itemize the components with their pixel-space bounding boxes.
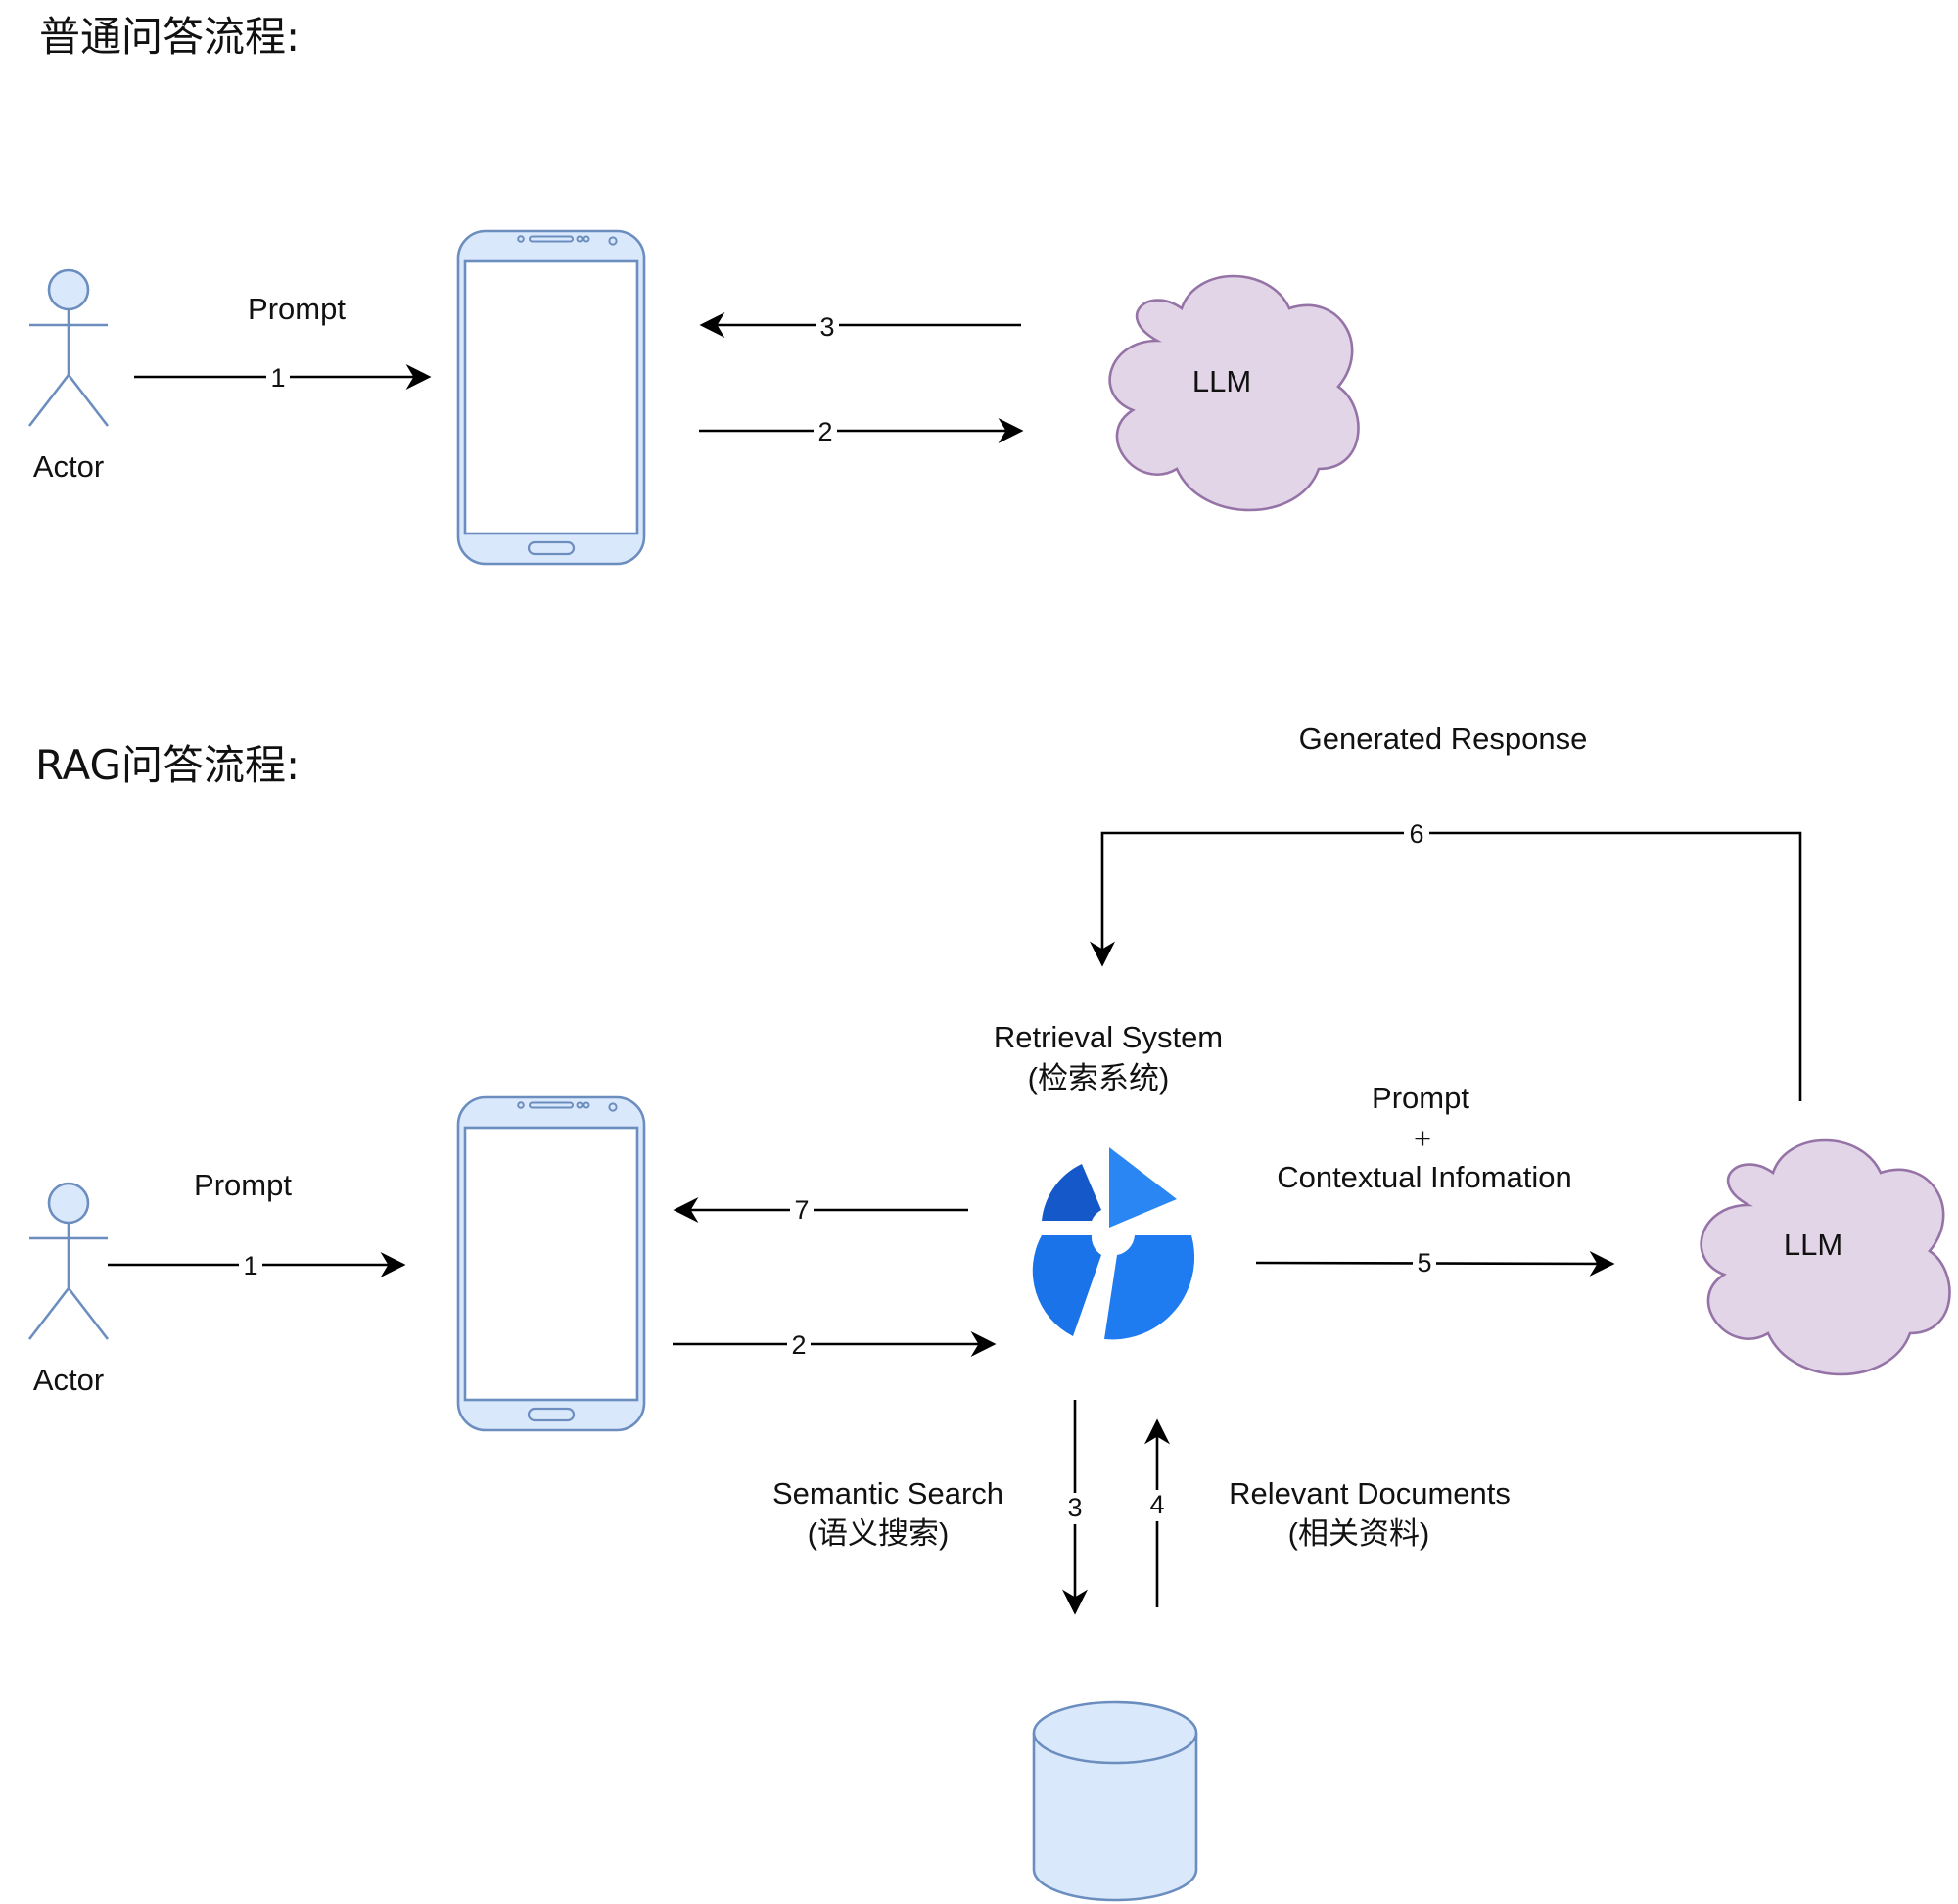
semantic-search-line1: Semantic Search [772, 1476, 1003, 1510]
rag-edge-7-label: 7 [794, 1195, 809, 1225]
top-edge-1-label: 1 [270, 363, 285, 393]
rag-edge-6: 6 [1090, 818, 1802, 1101]
rag-edge-5-label: 5 [1417, 1248, 1431, 1277]
relevant-docs-line2: (相关资料) [1288, 1516, 1430, 1551]
rag-edge-4-label: 4 [1149, 1490, 1164, 1519]
top-edge-3: 3 [699, 310, 1021, 342]
rag-edge-4: 4 [1143, 1418, 1171, 1607]
top-phone [456, 229, 646, 566]
rag-edge-2: 2 [673, 1329, 997, 1360]
rag-phone [456, 1095, 646, 1432]
top-actor-label: Actor [33, 449, 104, 484]
relevant-docs-line1: Relevant Documents [1229, 1476, 1511, 1510]
rag-actor-label: Actor [33, 1363, 104, 1397]
rag-edge-2-label: 2 [791, 1330, 806, 1360]
rag-prompt-label: Prompt [194, 1168, 292, 1202]
top-edge-2-label: 2 [817, 417, 832, 446]
semantic-search-line2: (语义搜索) [808, 1516, 950, 1551]
rag-edge-3-label: 3 [1067, 1493, 1082, 1522]
database-icon [1032, 1700, 1198, 1902]
retrieval-label-line1: Retrieval System [994, 1020, 1223, 1054]
rag-edge-1-label: 1 [243, 1251, 257, 1280]
actor-icon [27, 268, 110, 428]
rag-edge-6-label: 6 [1409, 819, 1423, 849]
generated-response-label: Generated Response [1299, 721, 1588, 756]
rag-edge-3: 3 [1061, 1400, 1089, 1615]
top-edge-2: 2 [699, 416, 1024, 446]
rag-edge-1: 1 [108, 1250, 406, 1280]
context-label-line1: Prompt [1372, 1081, 1469, 1115]
retrieval-logo-icon [1032, 1134, 1195, 1340]
rag-section-title: RAG问答流程: [35, 741, 300, 789]
top-llm-label: LLM [1192, 364, 1251, 398]
retrieval-label-line2: (检索系统) [1028, 1061, 1170, 1095]
rag-llm-label: LLM [1784, 1228, 1842, 1262]
top-edge-1: 1 [134, 362, 432, 393]
top-edge-3-label: 3 [819, 312, 834, 342]
rag-actor [27, 1182, 110, 1341]
phone-icon [456, 1095, 646, 1432]
context-label-line3: Contextual Infomation [1277, 1160, 1572, 1194]
rag-edge-7: 7 [673, 1195, 968, 1225]
top-section-title: 普通问答流程: [39, 13, 300, 61]
top-actor [27, 268, 110, 428]
actor-icon [27, 1182, 110, 1341]
top-prompt-label: Prompt [248, 292, 346, 326]
rag-edge-5: 5 [1255, 1248, 1615, 1277]
phone-icon [456, 229, 646, 566]
context-label-line2: + [1414, 1121, 1431, 1155]
